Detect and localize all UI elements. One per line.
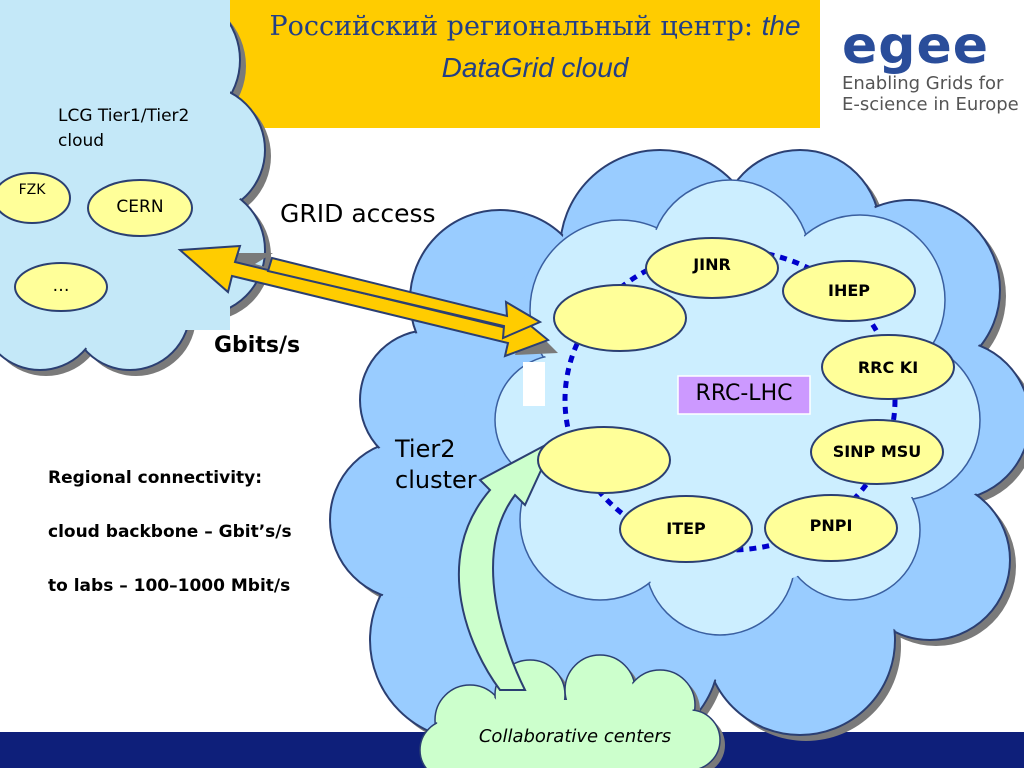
tier2-label-line1: Tier2 — [395, 435, 456, 463]
gbits-label: Gbits/s — [214, 333, 301, 358]
access-marker — [523, 362, 545, 406]
node-rrc-ki-shape — [821, 334, 955, 400]
title-russian: Российский региональный центр — [269, 11, 744, 42]
node-pnpi-label: PNPI — [809, 516, 853, 535]
connectivity-heading: Regional connectivity: — [48, 468, 263, 488]
node-sinp-msu-shape — [810, 419, 944, 485]
collaborative-centers-label: Collaborative centers — [478, 726, 672, 747]
node-rrc-ki-label: RRC KI — [857, 358, 919, 377]
node-itep-shape — [619, 495, 753, 563]
title-line-1: Российский региональный центр: the — [250, 10, 820, 42]
lcg-title-line2: cloud — [58, 131, 105, 151]
egee-logo: egee — [842, 16, 990, 76]
node-fzk-label: FZK — [18, 182, 46, 198]
rrc-lhc-label: RRC-LHC — [695, 381, 793, 406]
lcg-nodes — [0, 172, 193, 312]
node-pnpi-shape — [764, 494, 898, 562]
node-unnamed-1-shape — [553, 284, 687, 352]
node-unnamed-2-shape — [537, 426, 671, 494]
node-jinr-shape — [645, 237, 779, 299]
grid-access-label: GRID access — [280, 199, 436, 228]
title-line-2: DataGrid cloud — [441, 52, 629, 83]
lcg-title-line1: LCG Tier1/Tier2 — [58, 106, 190, 126]
title-english-part1: the — [761, 10, 801, 41]
node-fzk — [0, 172, 71, 224]
node-sinp-msu-label: SINP MSU — [832, 442, 922, 461]
node-cern-label: CERN — [116, 197, 164, 217]
node-itep-label: ITEP — [666, 519, 706, 538]
grid-access-arrow — [177, 244, 558, 358]
node-ihep-label: IHEP — [828, 281, 870, 300]
ring-node-shapes — [537, 237, 955, 563]
node-ellipsis-label: … — [52, 276, 70, 296]
node-cern — [87, 179, 193, 237]
title-colon: : — [743, 11, 754, 42]
logo-tagline-1: Enabling Grids for — [842, 73, 1004, 94]
logo-tagline-2: E-science in Europe — [842, 94, 1019, 115]
rrc-lhc-box — [677, 375, 811, 415]
node-jinr-label: JINR — [693, 255, 731, 274]
tier2-label-line2: cluster — [395, 466, 477, 494]
connectivity-labs: to labs – 100–1000 Mbit/s — [48, 576, 291, 596]
collaborative-cloud — [419, 654, 725, 768]
tier2-cluster-label: Tier2 cluster — [395, 434, 477, 496]
node-ellipsis — [14, 262, 108, 312]
node-ihep-shape — [782, 260, 916, 322]
lcg-cloud-title: LCG Tier1/Tier2 cloud — [58, 104, 189, 154]
connectivity-backbone: cloud backbone – Gbit’s/s — [48, 522, 292, 542]
